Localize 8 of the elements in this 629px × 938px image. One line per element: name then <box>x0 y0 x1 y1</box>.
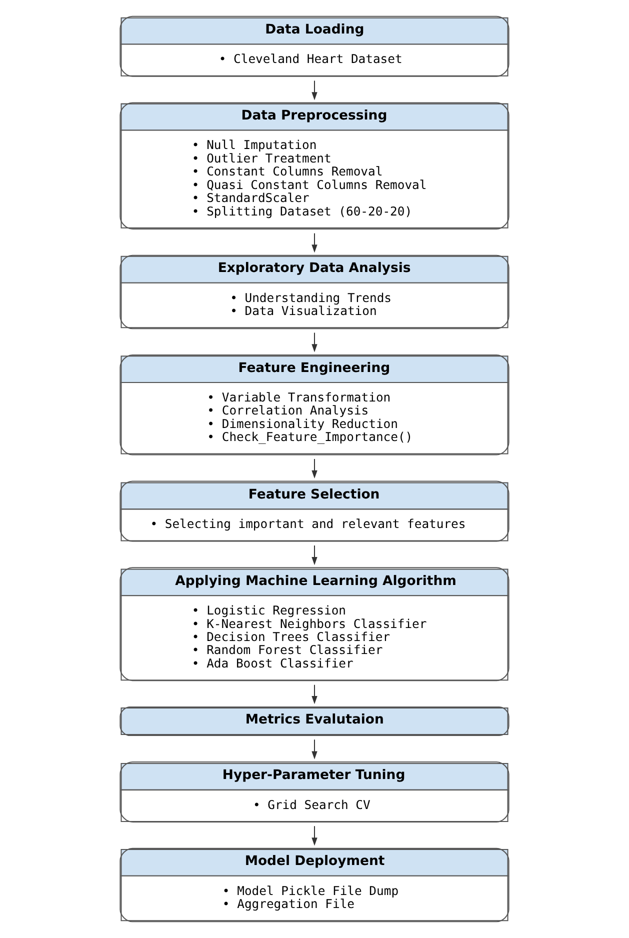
arrow <box>312 546 318 566</box>
arrow <box>312 740 318 760</box>
arrow <box>312 458 318 479</box>
arrow <box>312 684 318 704</box>
arrow <box>312 826 318 846</box>
arrow <box>312 332 318 352</box>
arrow <box>312 233 318 253</box>
arrow <box>312 80 318 100</box>
